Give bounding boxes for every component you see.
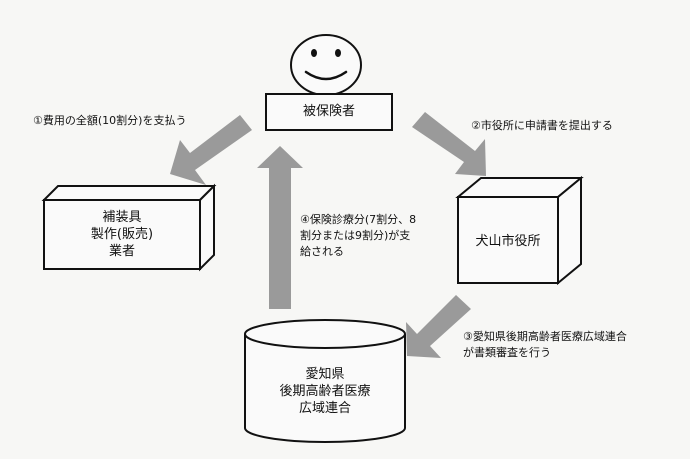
union-label-line2: 後期高齢者医療 [279,384,371,399]
step1-label: ①費用の全額(10割分)を支払う [33,114,187,127]
vendor-label-line2: 製作(販売) [90,227,154,242]
union-cylinder [244,319,406,443]
smiley-face-icon [290,34,362,96]
union-label: 愛知県 後期高齢者医療 広域連合 [245,366,405,417]
arrow-step4-icon [257,146,303,309]
vendor-label-line3: 業者 [108,244,135,259]
step4-label: ④保険診療分(7割分、8 割分または9割分)が支 給される [300,212,416,260]
arrow-step3-icon [406,295,471,358]
step3-label-line1: ③愛知県後期高齢者医療広域連合 [463,330,627,343]
union-label-line3: 広域連合 [298,401,351,416]
step3-label: ③愛知県後期高齢者医療広域連合 が書類審査を行う [463,329,627,361]
step2-label: ②市役所に申請書を提出する [471,119,613,132]
step4-label-line2: 割分または9割分)が支 [300,229,411,242]
city-office-label: 犬山市役所 [475,234,541,249]
union-label-line1: 愛知県 [305,367,345,382]
insured-box [265,93,393,131]
vendor-label: 補装具 製作(販売) 業者 [44,209,200,260]
arrow-step2-icon [412,112,486,176]
vendor-box [41,183,217,272]
step4-label-line3: 給される [300,245,344,258]
insured-label: 被保険者 [302,104,355,119]
step3-label-line2: が書類審査を行う [463,346,551,359]
step4-label-line1: ④保険診療分(7割分、8 [300,213,417,226]
vendor-label-line1: 補装具 [102,210,142,225]
city-office-box [455,175,584,286]
arrow-step1-icon [170,115,252,185]
